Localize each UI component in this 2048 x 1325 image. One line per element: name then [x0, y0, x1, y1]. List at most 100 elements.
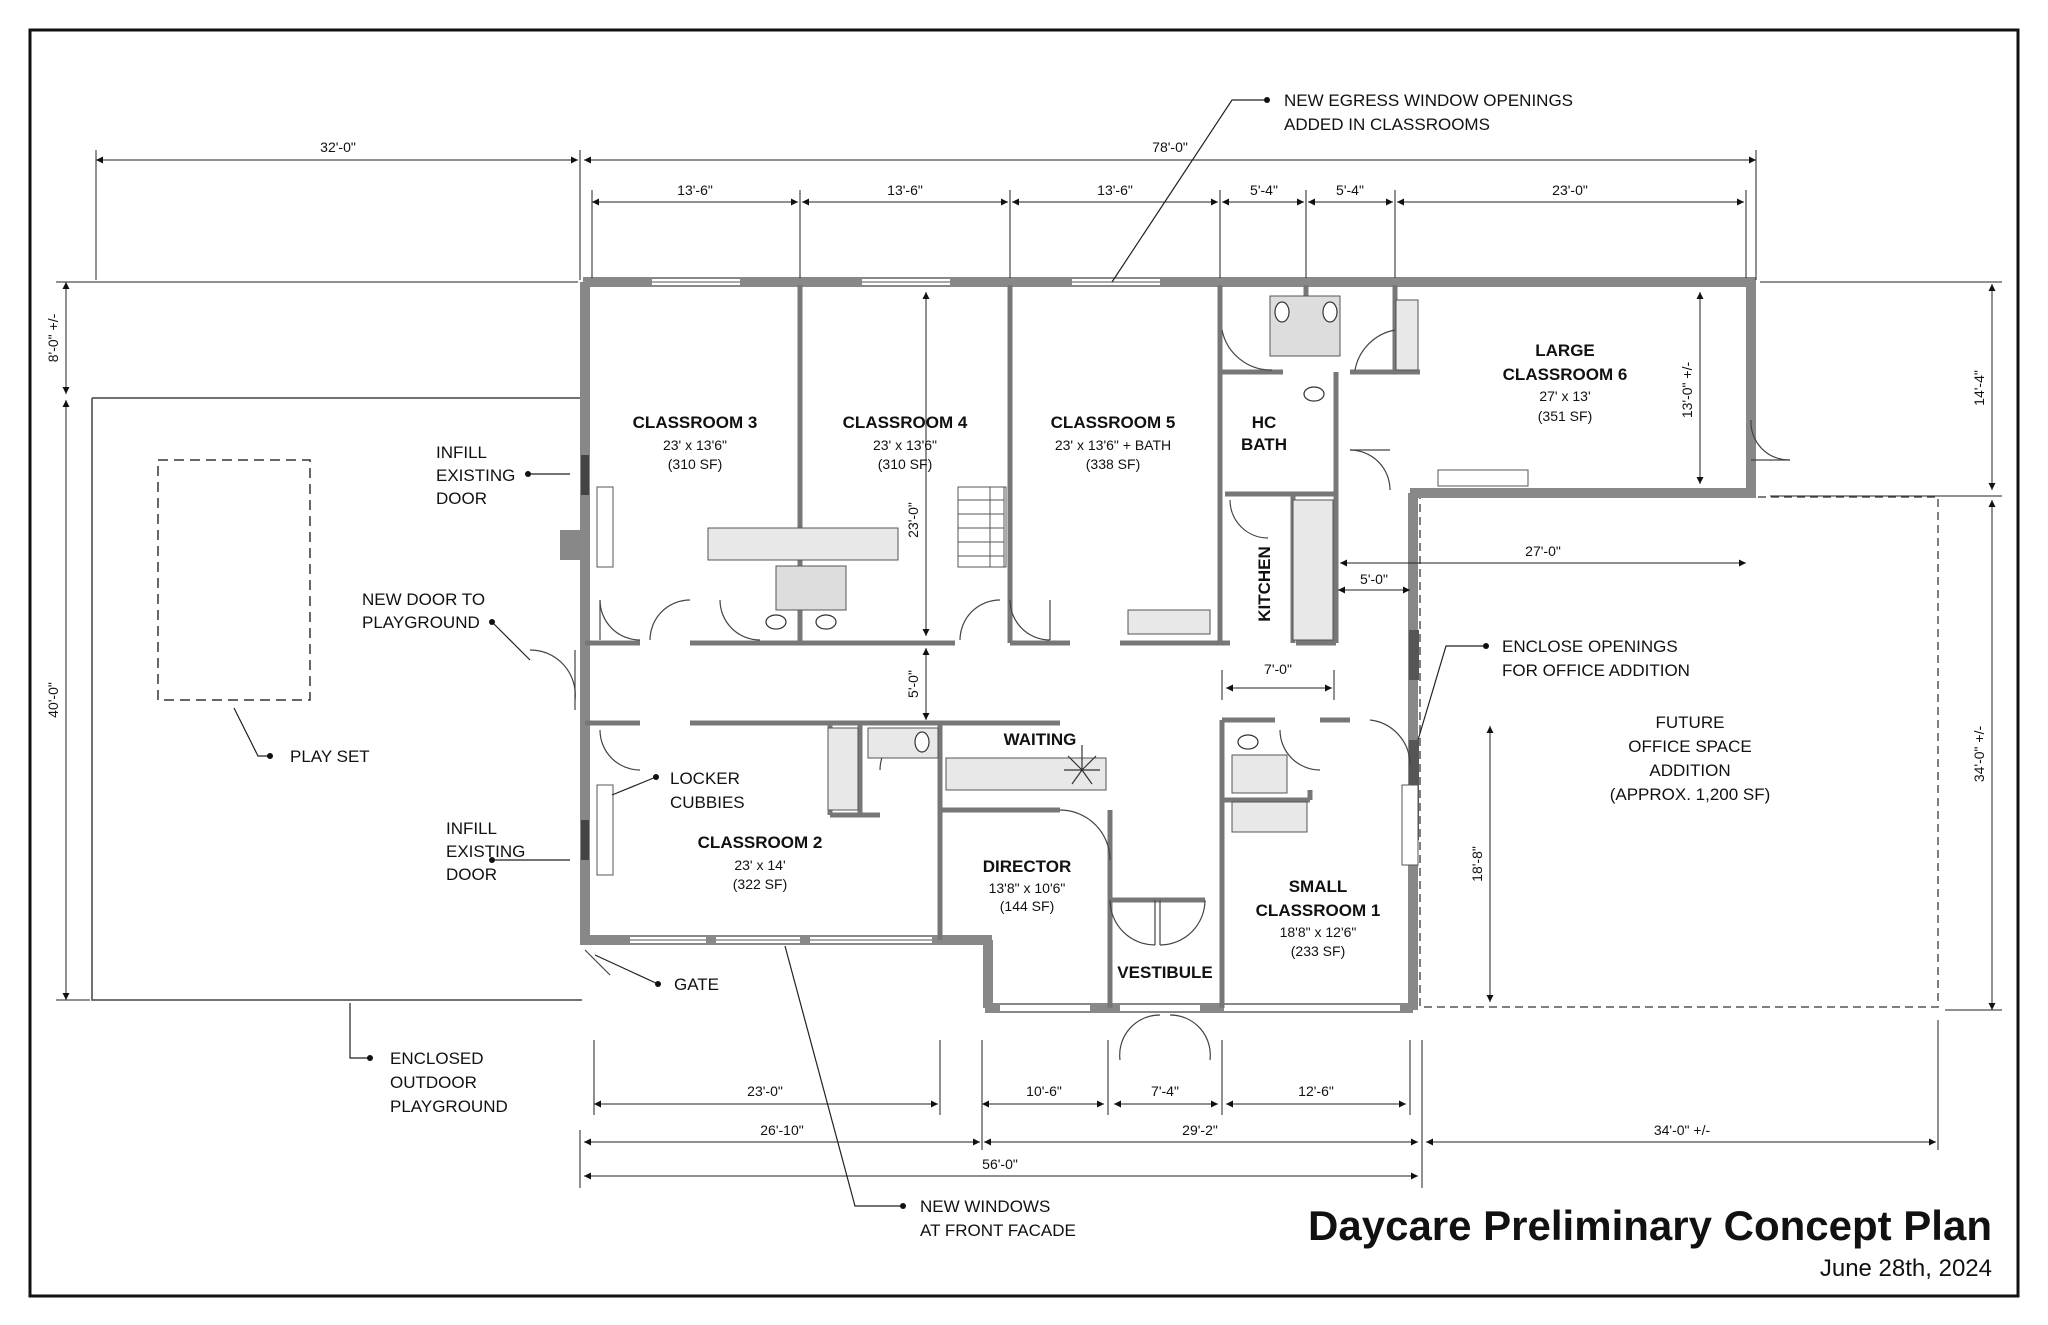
dim-13b: 13'-6" — [887, 182, 923, 198]
classroom6-line2: CLASSROOM 6 — [1503, 365, 1628, 384]
future-line1: FUTURE — [1656, 713, 1725, 732]
dim-13c: 13'-6" — [1097, 182, 1133, 198]
future-line2: OFFICE SPACE — [1628, 737, 1751, 756]
dim-54b: 5'-4" — [1336, 182, 1364, 198]
dim-8: 8'-0" +/- — [45, 313, 61, 362]
classroom5-size: 23' x 13'6" + BATH — [1055, 437, 1171, 453]
dim-bot-29: 29'-2" — [1182, 1122, 1218, 1138]
future-line3: ADDITION — [1649, 761, 1730, 780]
classroom6-line1: LARGE — [1535, 341, 1595, 360]
classroom3-area: (310 SF) — [668, 456, 722, 472]
plan-title: Daycare Preliminary Concept Plan — [1308, 1202, 1992, 1249]
infill1-line3: DOOR — [436, 489, 487, 508]
dim-bot-12: 12'-6" — [1298, 1083, 1334, 1099]
locker-line1: LOCKER — [670, 769, 740, 788]
classroom5-area: (338 SF) — [1086, 456, 1140, 472]
dim-bot-56: 56'-0" — [982, 1156, 1018, 1172]
enclose-openings-line1: ENCLOSE OPENINGS — [1502, 637, 1678, 656]
dim-bot-34: 34'-0" +/- — [1654, 1122, 1711, 1138]
dim-78: 78'-0" — [1152, 139, 1188, 155]
new-door-line2: PLAYGROUND — [362, 613, 480, 632]
dim-34: 34'-0" +/- — [1971, 726, 1987, 783]
dim-27: 27'-0" — [1525, 543, 1561, 559]
classroom4-area: (310 SF) — [878, 456, 932, 472]
dim-5-kitchen: 5'-0" — [1360, 571, 1388, 587]
sheet-border — [28, 28, 2020, 1298]
play-set-label: PLAY SET — [290, 747, 370, 766]
dimension-labels: 32'-0" 78'-0" 13'-6" 13'-6" 13'-6" 5'-4"… — [45, 139, 1987, 1172]
interior-walls — [585, 285, 1420, 1008]
vestibule-label: VESTIBULE — [1117, 963, 1212, 982]
infill1-line1: INFILL — [436, 443, 487, 462]
hc-bath-line1: HC — [1252, 413, 1277, 432]
infill-mark — [581, 455, 589, 495]
infill2-line1: INFILL — [446, 819, 497, 838]
leader-dots — [267, 97, 1489, 1209]
director-area: (144 SF) — [1000, 898, 1054, 914]
door-swings — [529, 329, 1791, 1061]
plant-icon — [1064, 745, 1100, 785]
toilet-icons — [765, 301, 1338, 753]
dim-bot-26: 26'-10" — [760, 1122, 803, 1138]
classroom5-name: CLASSROOM 5 — [1051, 413, 1176, 432]
leader-lines — [233, 99, 1486, 1207]
dim-7-kitchen: 7'-0" — [1264, 661, 1292, 677]
dim-bot-7: 7'-4" — [1151, 1083, 1179, 1099]
dim-23: 23'-0" — [1552, 182, 1588, 198]
classroom3-name: CLASSROOM 3 — [633, 413, 758, 432]
small-classroom1-line1: SMALL — [1289, 877, 1348, 896]
kitchen-label: KITCHEN — [1255, 546, 1274, 622]
playground-fence — [91, 397, 582, 1001]
gate-label: GATE — [674, 975, 719, 994]
egress-note-line1: NEW EGRESS WINDOW OPENINGS — [1284, 91, 1573, 110]
enclose-openings-line2: FOR OFFICE ADDITION — [1502, 661, 1690, 680]
dim-cr6-13: 13'-0" +/- — [1679, 362, 1695, 419]
steps — [957, 486, 1005, 568]
small-classroom1-line2: CLASSROOM 1 — [1256, 901, 1381, 920]
dim-40: 40'-0" — [45, 682, 61, 718]
enclosed-line2: OUTDOOR — [390, 1073, 477, 1092]
dim-bot-10: 10'-6" — [1026, 1083, 1062, 1099]
director-size: 13'8" x 10'6" — [989, 880, 1066, 896]
enclosed-line1: ENCLOSED — [390, 1049, 484, 1068]
infill2-line3: DOOR — [446, 865, 497, 884]
infill2-line2: EXISTING — [446, 842, 525, 861]
egress-note-line2: ADDED IN CLASSROOMS — [1284, 115, 1490, 134]
dim-18: 18'-8" — [1469, 846, 1485, 882]
classroom4-name: CLASSROOM 4 — [843, 413, 968, 432]
classroom6-size: 27' x 13' — [1539, 388, 1590, 404]
director-name: DIRECTOR — [983, 857, 1071, 876]
play-set-outline — [157, 459, 311, 701]
classroom2-size: 23' x 14' — [734, 857, 785, 873]
locker-cubbies — [596, 469, 1529, 876]
small-classroom1-area: (233 SF) — [1291, 943, 1345, 959]
dim-bot-23: 23'-0" — [747, 1083, 783, 1099]
room-labels: CLASSROOM 3 23' x 13'6" (310 SF) CLASSRO… — [633, 341, 1771, 982]
infill-bump — [560, 530, 588, 560]
annotations: NEW EGRESS WINDOW OPENINGS ADDED IN CLAS… — [290, 91, 1690, 1240]
dim-14: 14'-4" — [1971, 370, 1987, 406]
dim-54a: 5'-4" — [1250, 182, 1278, 198]
dim-5-corridor: 5'-0" — [905, 670, 921, 698]
enclosed-line3: PLAYGROUND — [390, 1097, 508, 1116]
plan-date: June 28th, 2024 — [1820, 1255, 1992, 1282]
infill-mark-2 — [581, 820, 589, 860]
infill1-line2: EXISTING — [436, 466, 515, 485]
dimension-lines — [56, 150, 2002, 1188]
small-classroom1-size: 18'8" x 12'6" — [1280, 924, 1357, 940]
dim-32: 32'-0" — [320, 139, 356, 155]
future-line4: (APPROX. 1,200 SF) — [1610, 785, 1771, 804]
future-addition-outline — [1419, 496, 1939, 1008]
fixtures — [707, 295, 1419, 833]
classroom6-area: (351 SF) — [1538, 408, 1592, 424]
hc-bath-line2: BATH — [1241, 435, 1287, 454]
new-windows-line2: AT FRONT FACADE — [920, 1221, 1076, 1240]
dim-13a: 13'-6" — [677, 182, 713, 198]
waiting-label: WAITING — [1004, 730, 1077, 749]
window-lines — [630, 281, 1160, 941]
dim-cr4-23: 23'-0" — [905, 502, 921, 538]
classroom2-area: (322 SF) — [733, 876, 787, 892]
classroom3-size: 23' x 13'6" — [663, 437, 727, 453]
locker-line2: CUBBIES — [670, 793, 745, 812]
